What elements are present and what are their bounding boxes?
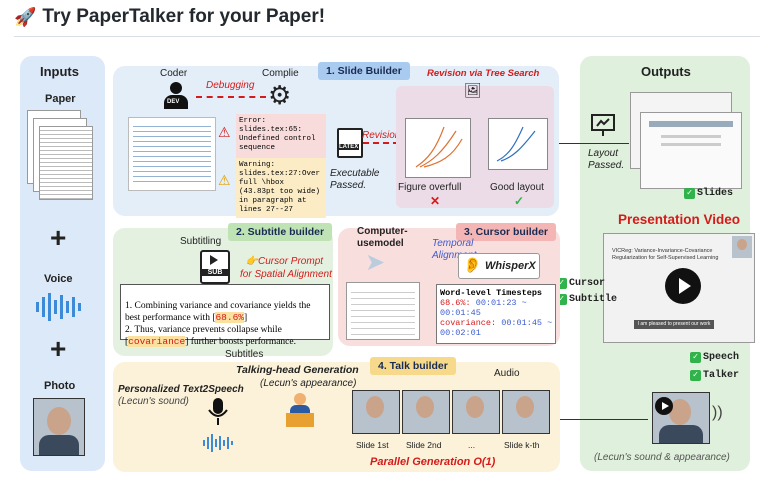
audio-label: Audio xyxy=(494,368,520,379)
debugging-label: Debugging xyxy=(206,80,255,91)
layout-passed-label: Layout Passed. xyxy=(588,148,625,171)
header-divider xyxy=(14,36,760,37)
outputs-title: Outputs xyxy=(641,64,691,79)
coder-label: Coder xyxy=(160,68,188,79)
speaker-wave-icon: )) xyxy=(712,404,723,421)
personalized-tts-label: Personalized Text2Speech xyxy=(118,384,244,395)
speech-check-label: ✓Speech xyxy=(690,352,739,363)
presentation-icon xyxy=(591,114,615,136)
talker-check-label: ✓Talker xyxy=(690,370,739,381)
subtitle-builder-tag: 2. Subtitle builder xyxy=(228,223,333,241)
paper-label: Paper xyxy=(45,93,76,105)
play-circle-icon[interactable] xyxy=(655,397,673,415)
talk-slide-frame-2 xyxy=(402,390,450,434)
cursor-prompt-label: 👉Cursor Prompt for Spatial Alignment xyxy=(240,256,332,280)
subtitles-label: Subtitles xyxy=(225,349,264,360)
video-speaker-inset xyxy=(732,236,752,258)
talk-slide-frame-1 xyxy=(352,390,400,434)
slide-label-2: Slide 2nd xyxy=(406,440,442,450)
check-icon: ✓ xyxy=(556,294,567,305)
speaker-photo xyxy=(33,398,85,456)
paper-stack-icon xyxy=(27,110,97,210)
presentation-video-player[interactable]: VICReg: Variance-Invariance-Covariance R… xyxy=(603,233,755,343)
plus-icon: + xyxy=(50,222,67,253)
image-tree-icon: 🖼 xyxy=(464,82,482,98)
talk-builder-tag: 4. Talk builder xyxy=(370,357,456,375)
subtitling-label: Subtitling xyxy=(180,236,222,247)
slide-label-3: ... xyxy=(468,440,476,450)
play-button[interactable] xyxy=(665,268,701,304)
page-header: 🚀 Try PaperTalker for your Paper! xyxy=(14,6,325,28)
warning-box: Warning: slides.tex:27:Over full \hbox (… xyxy=(236,158,326,218)
executable-label: Executable Passed. xyxy=(330,168,380,191)
talk-slide-frame-3 xyxy=(452,390,500,434)
lecun-appearance-label: (Lecun's appearance) xyxy=(260,378,357,389)
subtitle-check-label: ✓Subtitle xyxy=(556,294,617,305)
figure-overfull-slide xyxy=(405,118,471,178)
sub-icon: SUB xyxy=(200,250,230,284)
warning-icon: ⚠ xyxy=(218,172,231,188)
slide-label-1: Slide 1st xyxy=(356,440,389,450)
developer-icon: DEV xyxy=(162,82,190,112)
parallel-generation-label: Parallel Generation O(1) xyxy=(370,456,496,468)
computer-use-label: Computer- usemodel xyxy=(357,226,408,249)
figure-overfull-label: Figure overfull xyxy=(398,182,462,193)
appearance-note: (Lecun's sound & appearance) xyxy=(594,452,730,463)
complie-label: Complie xyxy=(262,68,299,79)
hand-pointer-icon: 👉 xyxy=(245,256,259,267)
check-icon: ✓ xyxy=(690,352,701,363)
cursor-arrow-icon: ➤ xyxy=(365,249,386,276)
slides-to-outputs-arrow xyxy=(559,143,629,144)
video-slide-title: VICReg: Variance-Invariance-Covariance R… xyxy=(612,248,719,261)
error-box: Error: slides.tex:65: Undefined control … xyxy=(236,114,326,162)
podium-speaker-icon xyxy=(284,393,316,427)
check-icon: ✓ xyxy=(690,370,701,381)
gear-icon: ⚙ xyxy=(268,80,292,110)
check-icon: ✓ xyxy=(556,278,567,289)
cross-icon: ✕ xyxy=(430,194,441,208)
revision-arrow xyxy=(363,142,399,144)
page-title: Try PaperTalker for your Paper! xyxy=(42,6,326,27)
voice-label: Voice xyxy=(44,273,73,285)
good-layout-slide xyxy=(488,118,548,170)
microphone-icon xyxy=(208,398,228,425)
talk-to-output-arrow xyxy=(560,419,648,420)
error-warning-icon: ⚠ xyxy=(218,124,231,140)
plus-icon: + xyxy=(50,333,67,364)
check-icon: ✓ xyxy=(684,188,695,199)
output-slide-front xyxy=(640,112,742,189)
inputs-title: Inputs xyxy=(40,64,79,79)
presentation-video-title: Presentation Video xyxy=(618,212,741,227)
ear-icon: 👂 xyxy=(463,257,482,274)
whisperx-box: 👂 WhisperX xyxy=(458,253,540,279)
check-icon: ✓ xyxy=(514,194,525,208)
talk-slide-frame-4 xyxy=(502,390,550,434)
word-timesteps-box: Word-level Timesteps 68.6%: 00:01:23 ~ 0… xyxy=(436,284,556,344)
rocket-icon: 🚀 xyxy=(14,6,37,27)
latex-file-icon: LATEX xyxy=(337,128,363,158)
revision-label: Revision xyxy=(362,130,401,141)
revision-tree-label: Revision via Tree Search xyxy=(427,68,540,79)
cursor-check-label: ✓Cursor xyxy=(556,278,605,289)
slides-check-label: ✓Slides xyxy=(684,188,733,199)
photo-label: Photo xyxy=(44,380,76,392)
slide-builder-tag: 1. Slide Builder xyxy=(318,62,410,80)
good-layout-label: Good layout xyxy=(490,182,544,193)
latex-code-view xyxy=(128,117,216,191)
cursor-slide-thumbnail xyxy=(346,282,420,340)
slide-label-4: Slide k-th xyxy=(504,440,540,450)
talking-head-label: Talking-head Generation xyxy=(236,364,359,376)
voice-waveform-icon xyxy=(36,293,81,321)
video-caption: I am pleased to present our work xyxy=(634,320,714,329)
cursor-builder-tag: 3. Cursor builder xyxy=(456,223,557,241)
subtitle-text-box: 1. Combining variance and covariance yie… xyxy=(120,284,330,347)
temporal-alignment-label: Temporal Alignment xyxy=(432,238,477,261)
audio-waveform-icon xyxy=(203,434,233,452)
debugging-arrow xyxy=(196,96,266,98)
lecun-sound-label: (Lecun's sound) xyxy=(118,396,189,407)
